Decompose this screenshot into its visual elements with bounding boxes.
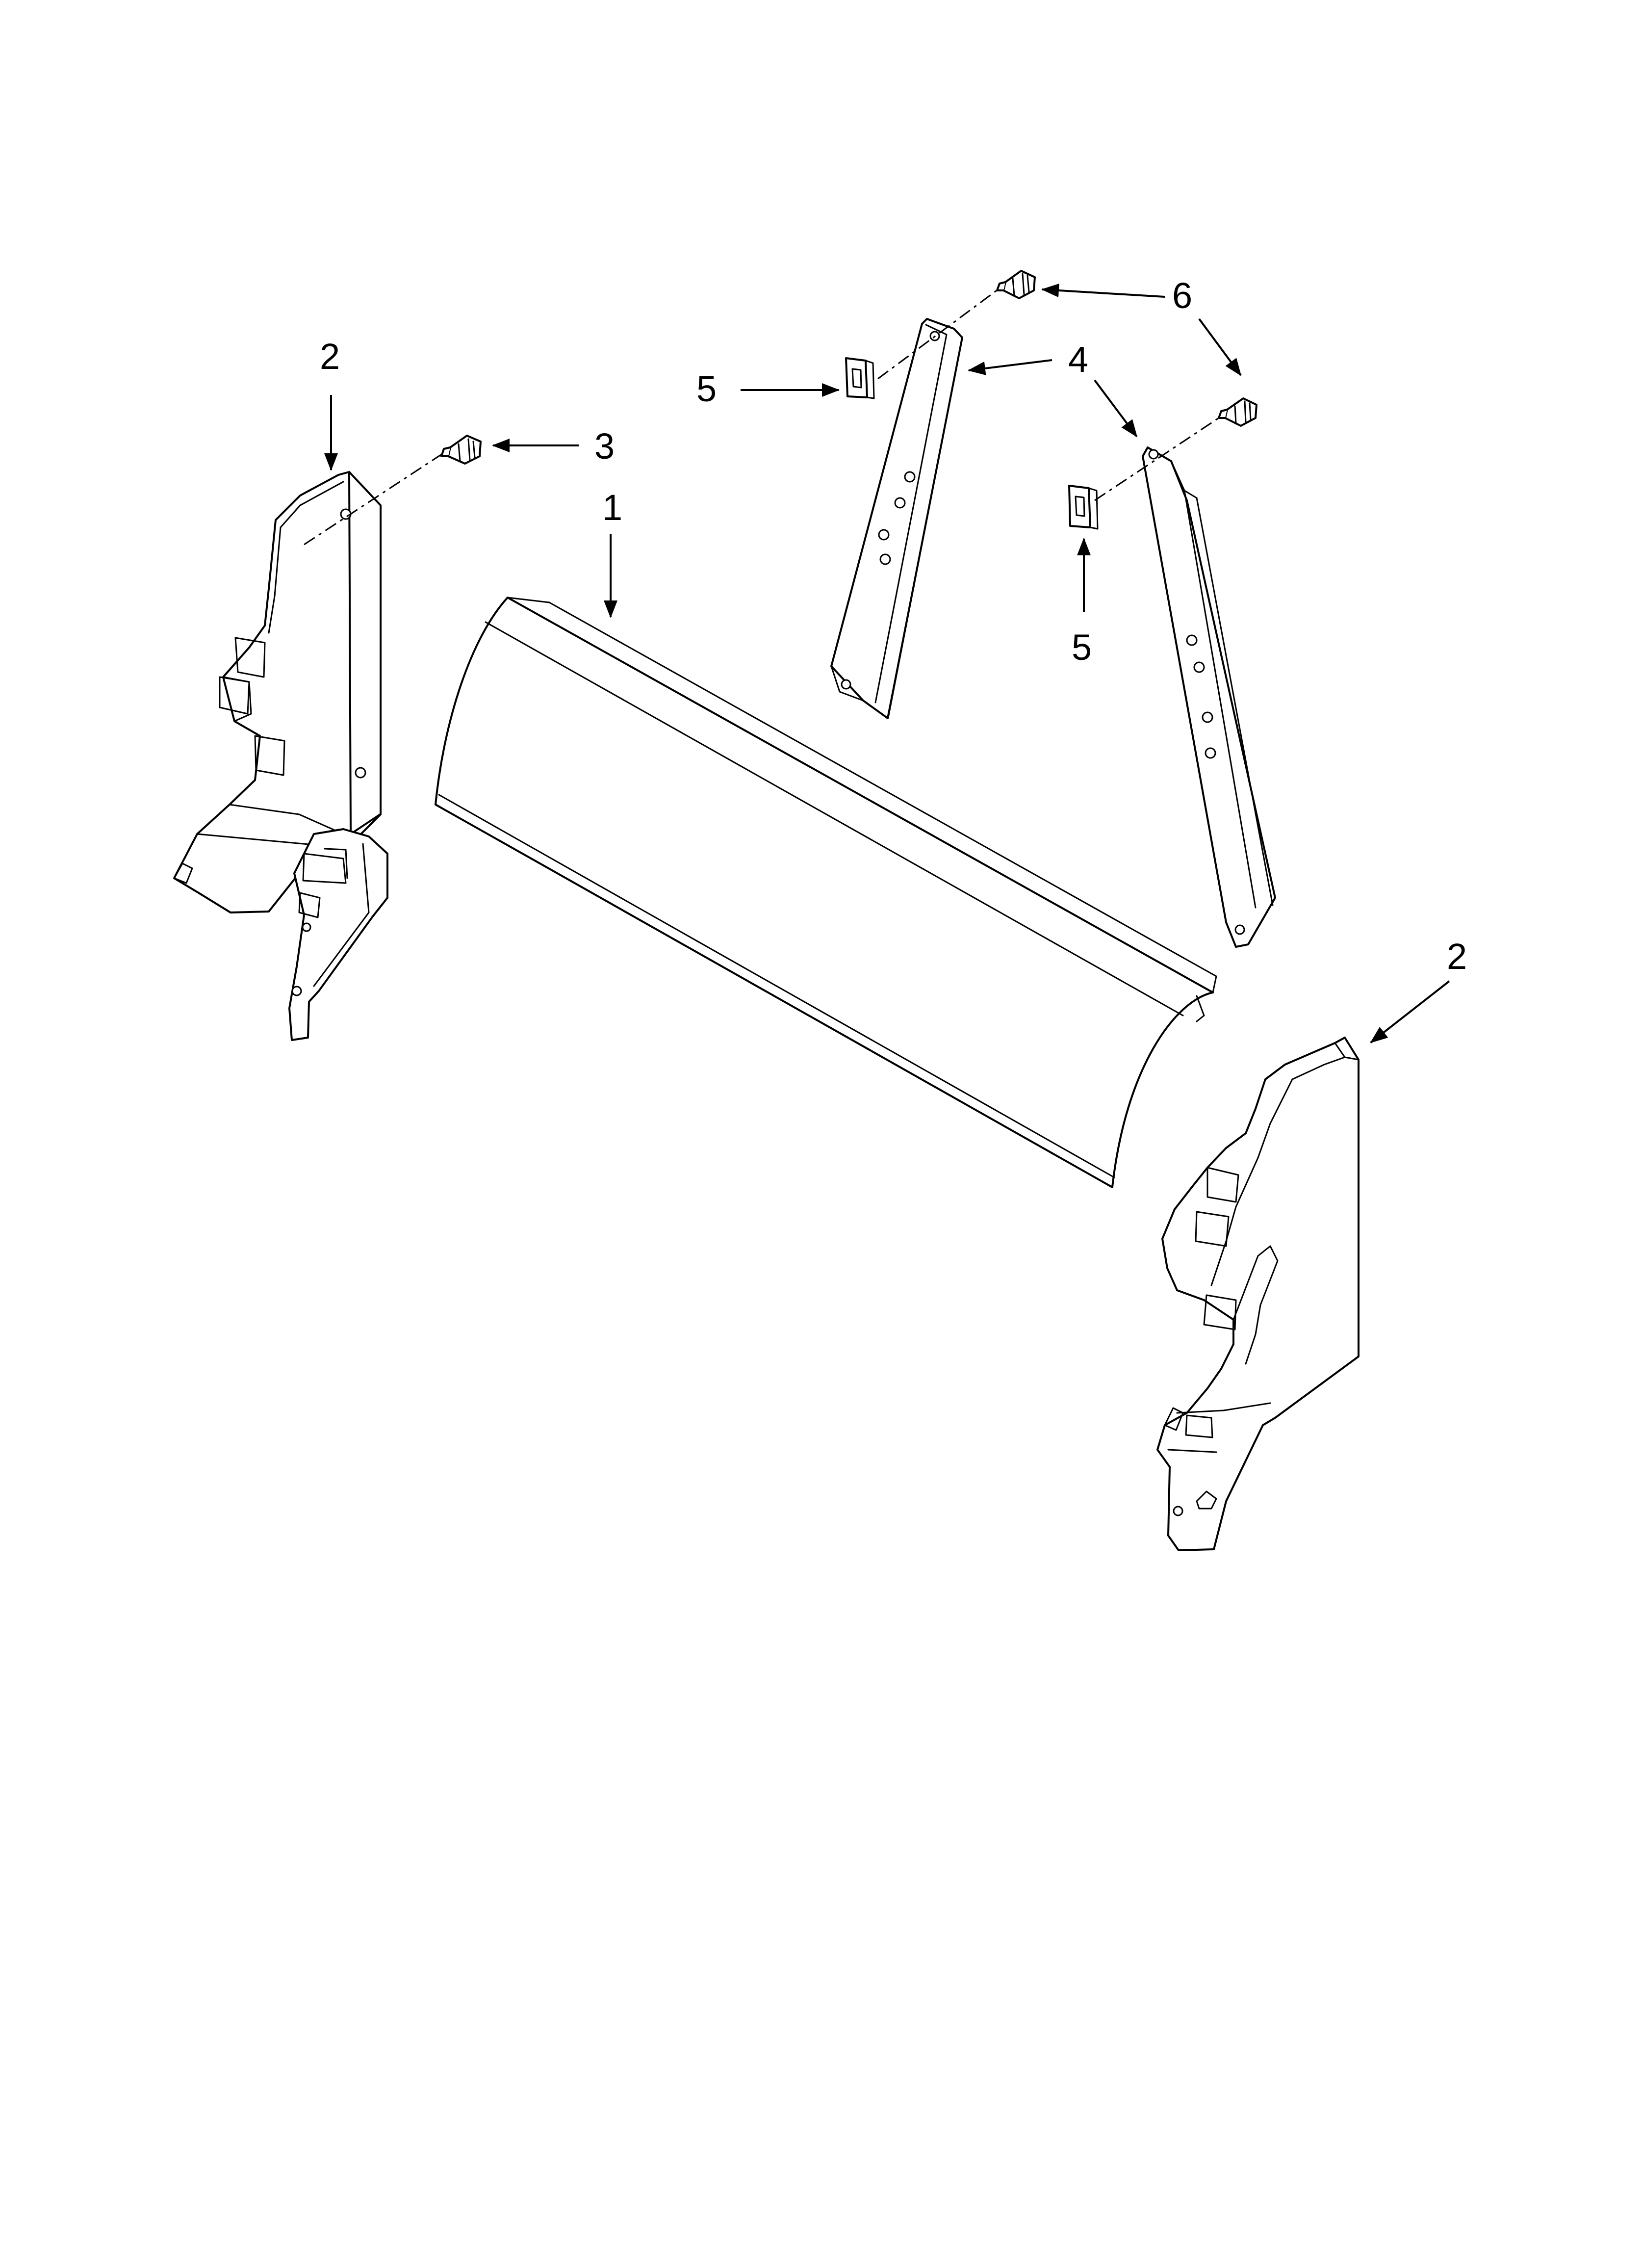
screw-top-part-6 bbox=[996, 270, 1036, 299]
side-support-left-part-4 bbox=[830, 318, 963, 719]
callout-5-left: 5 bbox=[696, 368, 717, 409]
assembly-line-left bbox=[304, 453, 443, 546]
leader-arrow-6-top bbox=[1041, 284, 1165, 298]
screw-right-part-6 bbox=[1218, 397, 1257, 427]
leader-arrow-6-right bbox=[1198, 318, 1242, 376]
callout-1: 1 bbox=[602, 487, 622, 528]
callout-2-right: 2 bbox=[1447, 936, 1467, 977]
end-bracket-right-part-2 bbox=[1156, 1037, 1360, 1551]
console-panel-part-1 bbox=[435, 597, 1217, 1188]
leader-arrow-2-right bbox=[1370, 980, 1450, 1043]
callout-3: 3 bbox=[594, 426, 615, 467]
leader-arrow-4-right bbox=[1094, 379, 1138, 438]
end-bracket-left-part-2 bbox=[173, 471, 388, 1041]
callout-6: 6 bbox=[1172, 275, 1192, 316]
clip-right-part-5 bbox=[1068, 485, 1099, 530]
side-support-right-part-4 bbox=[1142, 446, 1276, 948]
clip-left-part-5 bbox=[845, 357, 875, 399]
callout-2-left: 2 bbox=[320, 336, 340, 377]
callout-4: 4 bbox=[1068, 339, 1088, 380]
callout-5-right: 5 bbox=[1072, 627, 1092, 668]
leader-arrow-4-left bbox=[968, 359, 1052, 375]
screw-part-3 bbox=[440, 435, 482, 465]
